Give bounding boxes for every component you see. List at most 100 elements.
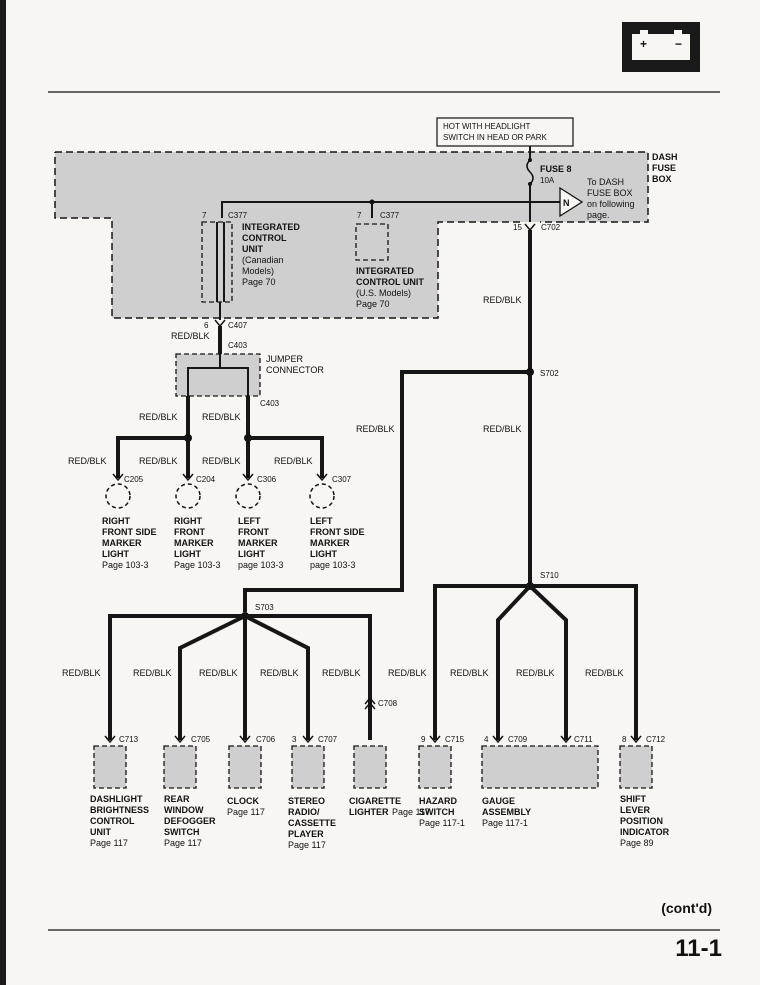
c407-name: C407 [228,321,248,330]
wire-label-c713: RED/BLK [62,668,101,678]
c708-label: C708 [378,699,398,708]
fuse-name: FUSE 8 [540,164,572,174]
load-0-conn: C713 [119,735,139,744]
scan-edge [0,0,6,985]
load-3-l2: RADIO/ [288,807,320,817]
wire-label-c205: RED/BLK [68,456,107,466]
wire-c711 [528,584,568,740]
battery-icon: + − [622,22,700,72]
dash-fuse-box-region: DASH FUSE BOX [54,151,678,319]
load-hazard-switch: 9 C715 HAZARD SWITCH Page 117-1 [418,735,465,828]
load-5-l3: Page 117-1 [419,818,465,828]
wire-label-c709: RED/BLK [450,668,489,678]
marker-3-l3: MARKER [310,538,350,548]
marker-3-l1: LEFT [310,516,333,526]
load-8-l1: SHIFT [620,794,647,804]
marker-2-l3: MARKER [238,538,278,548]
c702-name: C702 [541,223,561,232]
s710-label: S710 [540,571,559,580]
load-0-page: Page 117 [90,838,128,848]
s702-label: S702 [540,369,559,378]
load-3-l4: PLAYER [288,829,324,839]
marker-left-front: C306 LEFT FRONT MARKER LIGHT page 103-3 [235,473,284,570]
load-0-l1: DASHLIGHT [90,794,143,804]
marker-2-l4: LIGHT [238,549,265,559]
to-dash-line2: FUSE BOX [587,188,633,198]
icu-us-pin: 7 [357,211,362,220]
load-8-l4: INDICATOR [620,827,670,837]
wire-label-main-1: RED/BLK [483,295,522,305]
to-dash-line4: page. [587,210,610,220]
icu-feed-junction [369,199,375,205]
load-5-l1: HAZARD [419,796,457,806]
jumper-l1: JUMPER [266,354,304,364]
c407-connector [214,319,226,328]
icu-feed-wire-2 [221,201,372,218]
load-0-l4: UNIT [90,827,111,837]
load-8-conn: C712 [646,735,666,744]
icu-us-l4: Page 70 [356,299,390,309]
marker-1-l2: FRONT [174,527,205,537]
c407-pin: 6 [204,321,209,330]
load-4-l2: LIGHTER [349,807,389,817]
wire-label-c407: RED/BLK [171,331,210,341]
marker-0-page: Page 103-3 [102,560,149,570]
wire-label-s702: RED/BLK [356,424,395,434]
marker-right-front-side: C205 RIGHT FRONT SIDE MARKER LIGHT Page … [102,473,157,570]
marker-0-l4: LIGHT [102,549,129,559]
marker-0-conn: C205 [124,475,144,484]
to-dash-fuse-box-arrow: N To DASH FUSE BOX on following page. [530,177,635,220]
load-cigarette-lighter: CIGARETTE LIGHTER Page 117 [349,745,430,817]
marker-2-page: page 103-3 [238,560,284,570]
load-8-page: Page 89 [620,838,654,848]
marker-left-front-side: C307 LEFT FRONT SIDE MARKER LIGHT page 1… [309,473,365,570]
icu-canadian-pin: 7 [202,211,207,220]
icu-us-l3: (U.S. Models) [356,288,411,298]
load-4-l1: CIGARETTE [349,796,401,806]
load-6-l3: Page 117-1 [482,818,528,828]
wire-label-c204: RED/BLK [139,456,178,466]
s703-label: S703 [255,603,274,612]
load-8-l3: POSITION [620,816,663,826]
load-2-conn: C706 [256,735,276,744]
dash-fuse-box-label-3: BOX [652,174,672,184]
svg-text:+: + [640,37,647,51]
marker-1-conn: C204 [196,475,216,484]
load-1-conn: C705 [191,735,211,744]
wire-c705 [178,614,246,740]
hot-note-line1: HOT WITH HEADLIGHT [443,122,531,131]
jumper-l2: CONNECTOR [266,365,324,375]
marker-1-l1: RIGHT [174,516,203,526]
load-3-pin: 3 [292,735,297,744]
icu-us-l2: CONTROL UNIT [356,277,424,287]
load-3-conn: C707 [318,735,338,744]
marker-2-l1: LEFT [238,516,261,526]
wire-label-c306: RED/BLK [202,456,241,466]
wire-c307 [248,436,324,478]
c702-connector [524,223,536,232]
icu-canadian-l6: Page 70 [242,277,276,287]
c403a-label: C403 [228,341,248,350]
marker-2-conn: C306 [257,475,277,484]
wire-label-jr: RED/BLK [202,412,241,422]
load-1-l4: SWITCH [164,827,200,837]
marker-3-conn: C307 [332,475,352,484]
marker-right-front: C204 RIGHT FRONT MARKER LIGHT Page 103-3 [174,473,221,570]
marker-1-page: Page 103-3 [174,560,221,570]
load-6-pin: 4 [484,735,489,744]
wire-label-c707: RED/BLK [260,668,299,678]
wire-label-cig: RED/BLK [322,668,361,678]
load-5-l2: SWITCH [419,807,455,817]
wire-label-c712: RED/BLK [585,668,624,678]
marker-0-l3: MARKER [102,538,142,548]
load-2-l2: Page 117 [227,807,265,817]
hot-note-box: HOT WITH HEADLIGHT SWITCH IN HEAD OR PAR… [436,117,574,147]
to-dash-symbol: N [563,198,570,208]
load-1-l3: DEFOGGER [164,816,216,826]
s702-to-s703-wire [243,370,530,612]
load-clock: C706 CLOCK Page 117 [227,735,276,817]
load-shift-lever-indicator: 8 C712 SHIFT LEVER POSITION INDICATOR Pa… [619,735,670,848]
load-3-page: Page 117 [288,840,326,850]
wire-label-c706: RED/BLK [199,668,238,678]
